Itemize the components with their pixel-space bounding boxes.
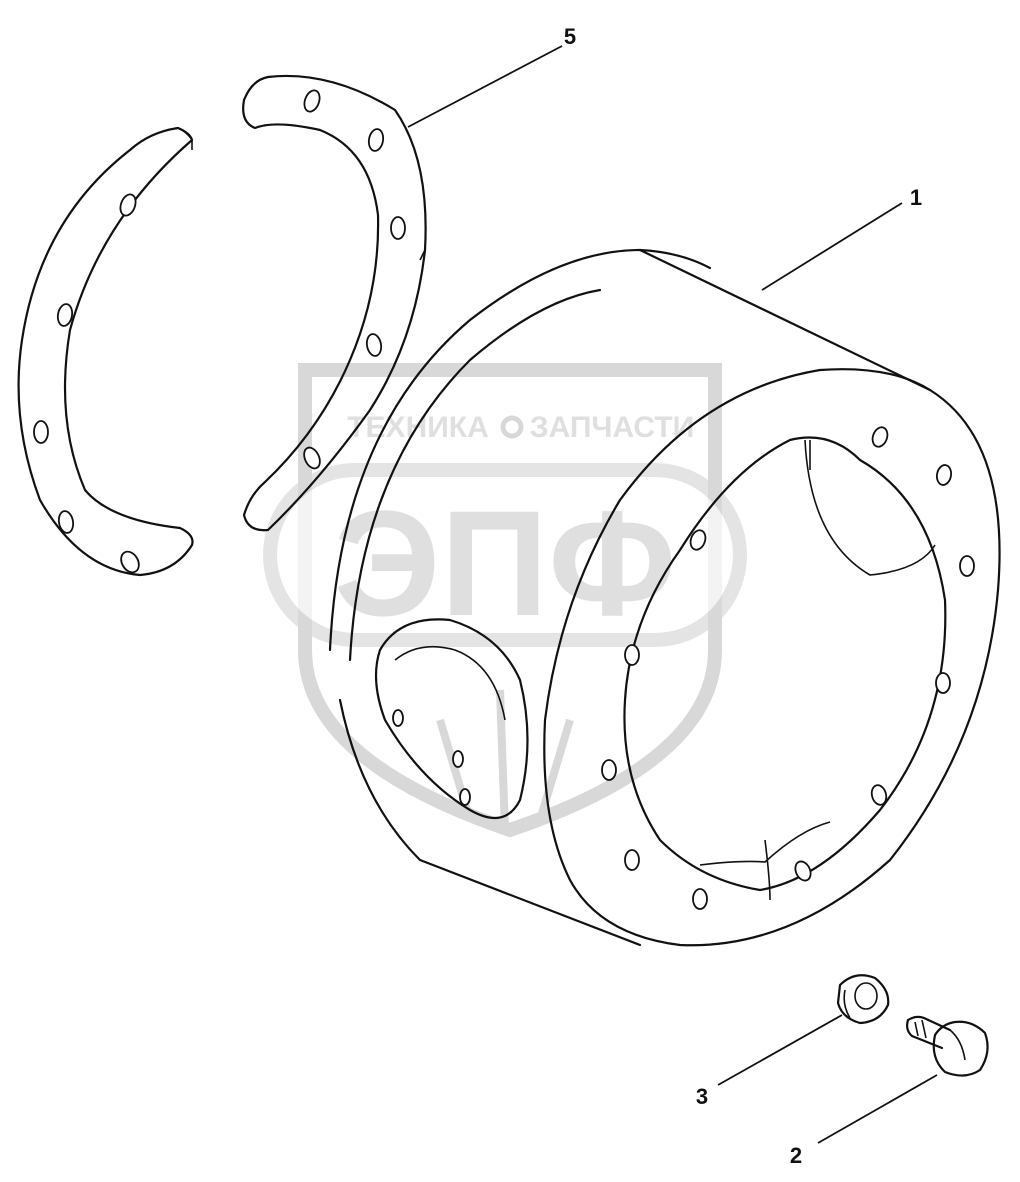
leader-3 [717,1014,843,1086]
callout-2: 2 [790,1143,802,1168]
split-ring-left [17,126,194,577]
callout-5: 5 [564,24,576,49]
drum [328,248,1001,947]
watermark-big-text: ЭПФ [334,479,677,647]
callout-3: 3 [696,1084,708,1109]
leader-2 [817,1074,938,1144]
callout-1: 1 [910,185,922,210]
split-ring-right [242,74,427,532]
flange-nut [836,974,890,1025]
flange-bolt [906,1015,989,1077]
watermark-text-right: ЗАПЧАСТИ [530,411,694,444]
leader-5 [407,45,563,128]
leader-1 [761,202,903,291]
gear-icon [500,415,524,439]
watermark-logo: ТЕХНИКА ЗАПЧАСТИ ЭПФ [263,363,747,838]
watermark-text-left: ТЕХНИКА [347,411,489,444]
